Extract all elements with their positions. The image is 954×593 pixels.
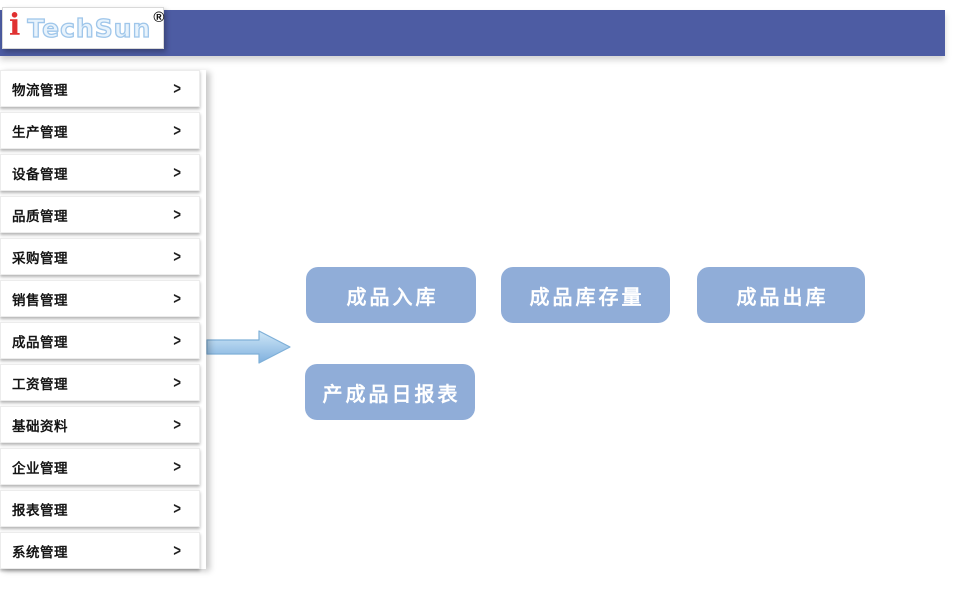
sidebar-item-system[interactable]: 系统管理 >	[0, 532, 200, 569]
sidebar-item-label: 系统管理	[12, 544, 68, 560]
sidebar-item-label: 品质管理	[12, 208, 68, 224]
sidebar-item-enterprise[interactable]: 企业管理 >	[0, 448, 200, 485]
sidebar-item-label: 采购管理	[12, 250, 68, 266]
chevron-right-icon: >	[173, 499, 181, 518]
sidebar-item-label: 销售管理	[12, 292, 68, 308]
sidebar-item-label: 物流管理	[12, 82, 68, 98]
logo-brand-text: TechSun	[27, 13, 152, 43]
chevron-right-icon: >	[173, 121, 181, 140]
sidebar-item-label: 成品管理	[12, 334, 68, 350]
sidebar-item-production[interactable]: 生产管理 >	[0, 112, 200, 149]
sidebar-item-finished-goods[interactable]: 成品管理 >	[0, 322, 200, 359]
chevron-right-icon: >	[173, 373, 181, 392]
finished-goods-inbound-button[interactable]: 成品入库	[306, 267, 476, 323]
chevron-right-icon: >	[173, 541, 181, 560]
logo-i-mark: i	[9, 8, 21, 43]
chevron-right-icon: >	[173, 163, 181, 182]
sidebar-menu: 物流管理 > 生产管理 > 设备管理 > 品质管理 > 采购管理 > 销售管理 …	[0, 70, 206, 569]
registered-trademark-icon: ®	[153, 9, 165, 26]
finished-goods-stock-button[interactable]: 成品库存量	[501, 267, 670, 323]
sidebar-item-logistics[interactable]: 物流管理 >	[0, 70, 200, 107]
chevron-right-icon: >	[173, 79, 181, 98]
chevron-right-icon: >	[173, 289, 181, 308]
sidebar-item-reports[interactable]: 报表管理 >	[0, 490, 200, 527]
sidebar-item-basic-data[interactable]: 基础资料 >	[0, 406, 200, 443]
finished-goods-outbound-button[interactable]: 成品出库	[697, 267, 865, 323]
sidebar-item-label: 生产管理	[12, 124, 68, 140]
chevron-right-icon: >	[173, 205, 181, 224]
sidebar-item-label: 企业管理	[12, 460, 68, 476]
flow-arrow-icon	[206, 330, 291, 364]
chevron-right-icon: >	[173, 247, 181, 266]
sidebar-item-sales[interactable]: 销售管理 >	[0, 280, 200, 317]
sidebar-item-payroll[interactable]: 工资管理 >	[0, 364, 200, 401]
logo: i TechSun ®	[2, 7, 164, 49]
sidebar-item-label: 工资管理	[12, 376, 68, 392]
sidebar-item-equipment[interactable]: 设备管理 >	[0, 154, 200, 191]
chevron-right-icon: >	[173, 331, 181, 350]
sidebar-item-label: 基础资料	[12, 418, 68, 434]
sidebar-item-purchasing[interactable]: 采购管理 >	[0, 238, 200, 275]
sidebar-item-label: 设备管理	[12, 166, 68, 182]
sidebar-item-quality[interactable]: 品质管理 >	[0, 196, 200, 233]
finished-goods-daily-report-button[interactable]: 产成品日报表	[305, 364, 475, 420]
chevron-right-icon: >	[173, 415, 181, 434]
sidebar-item-label: 报表管理	[12, 502, 68, 518]
chevron-right-icon: >	[173, 457, 181, 476]
